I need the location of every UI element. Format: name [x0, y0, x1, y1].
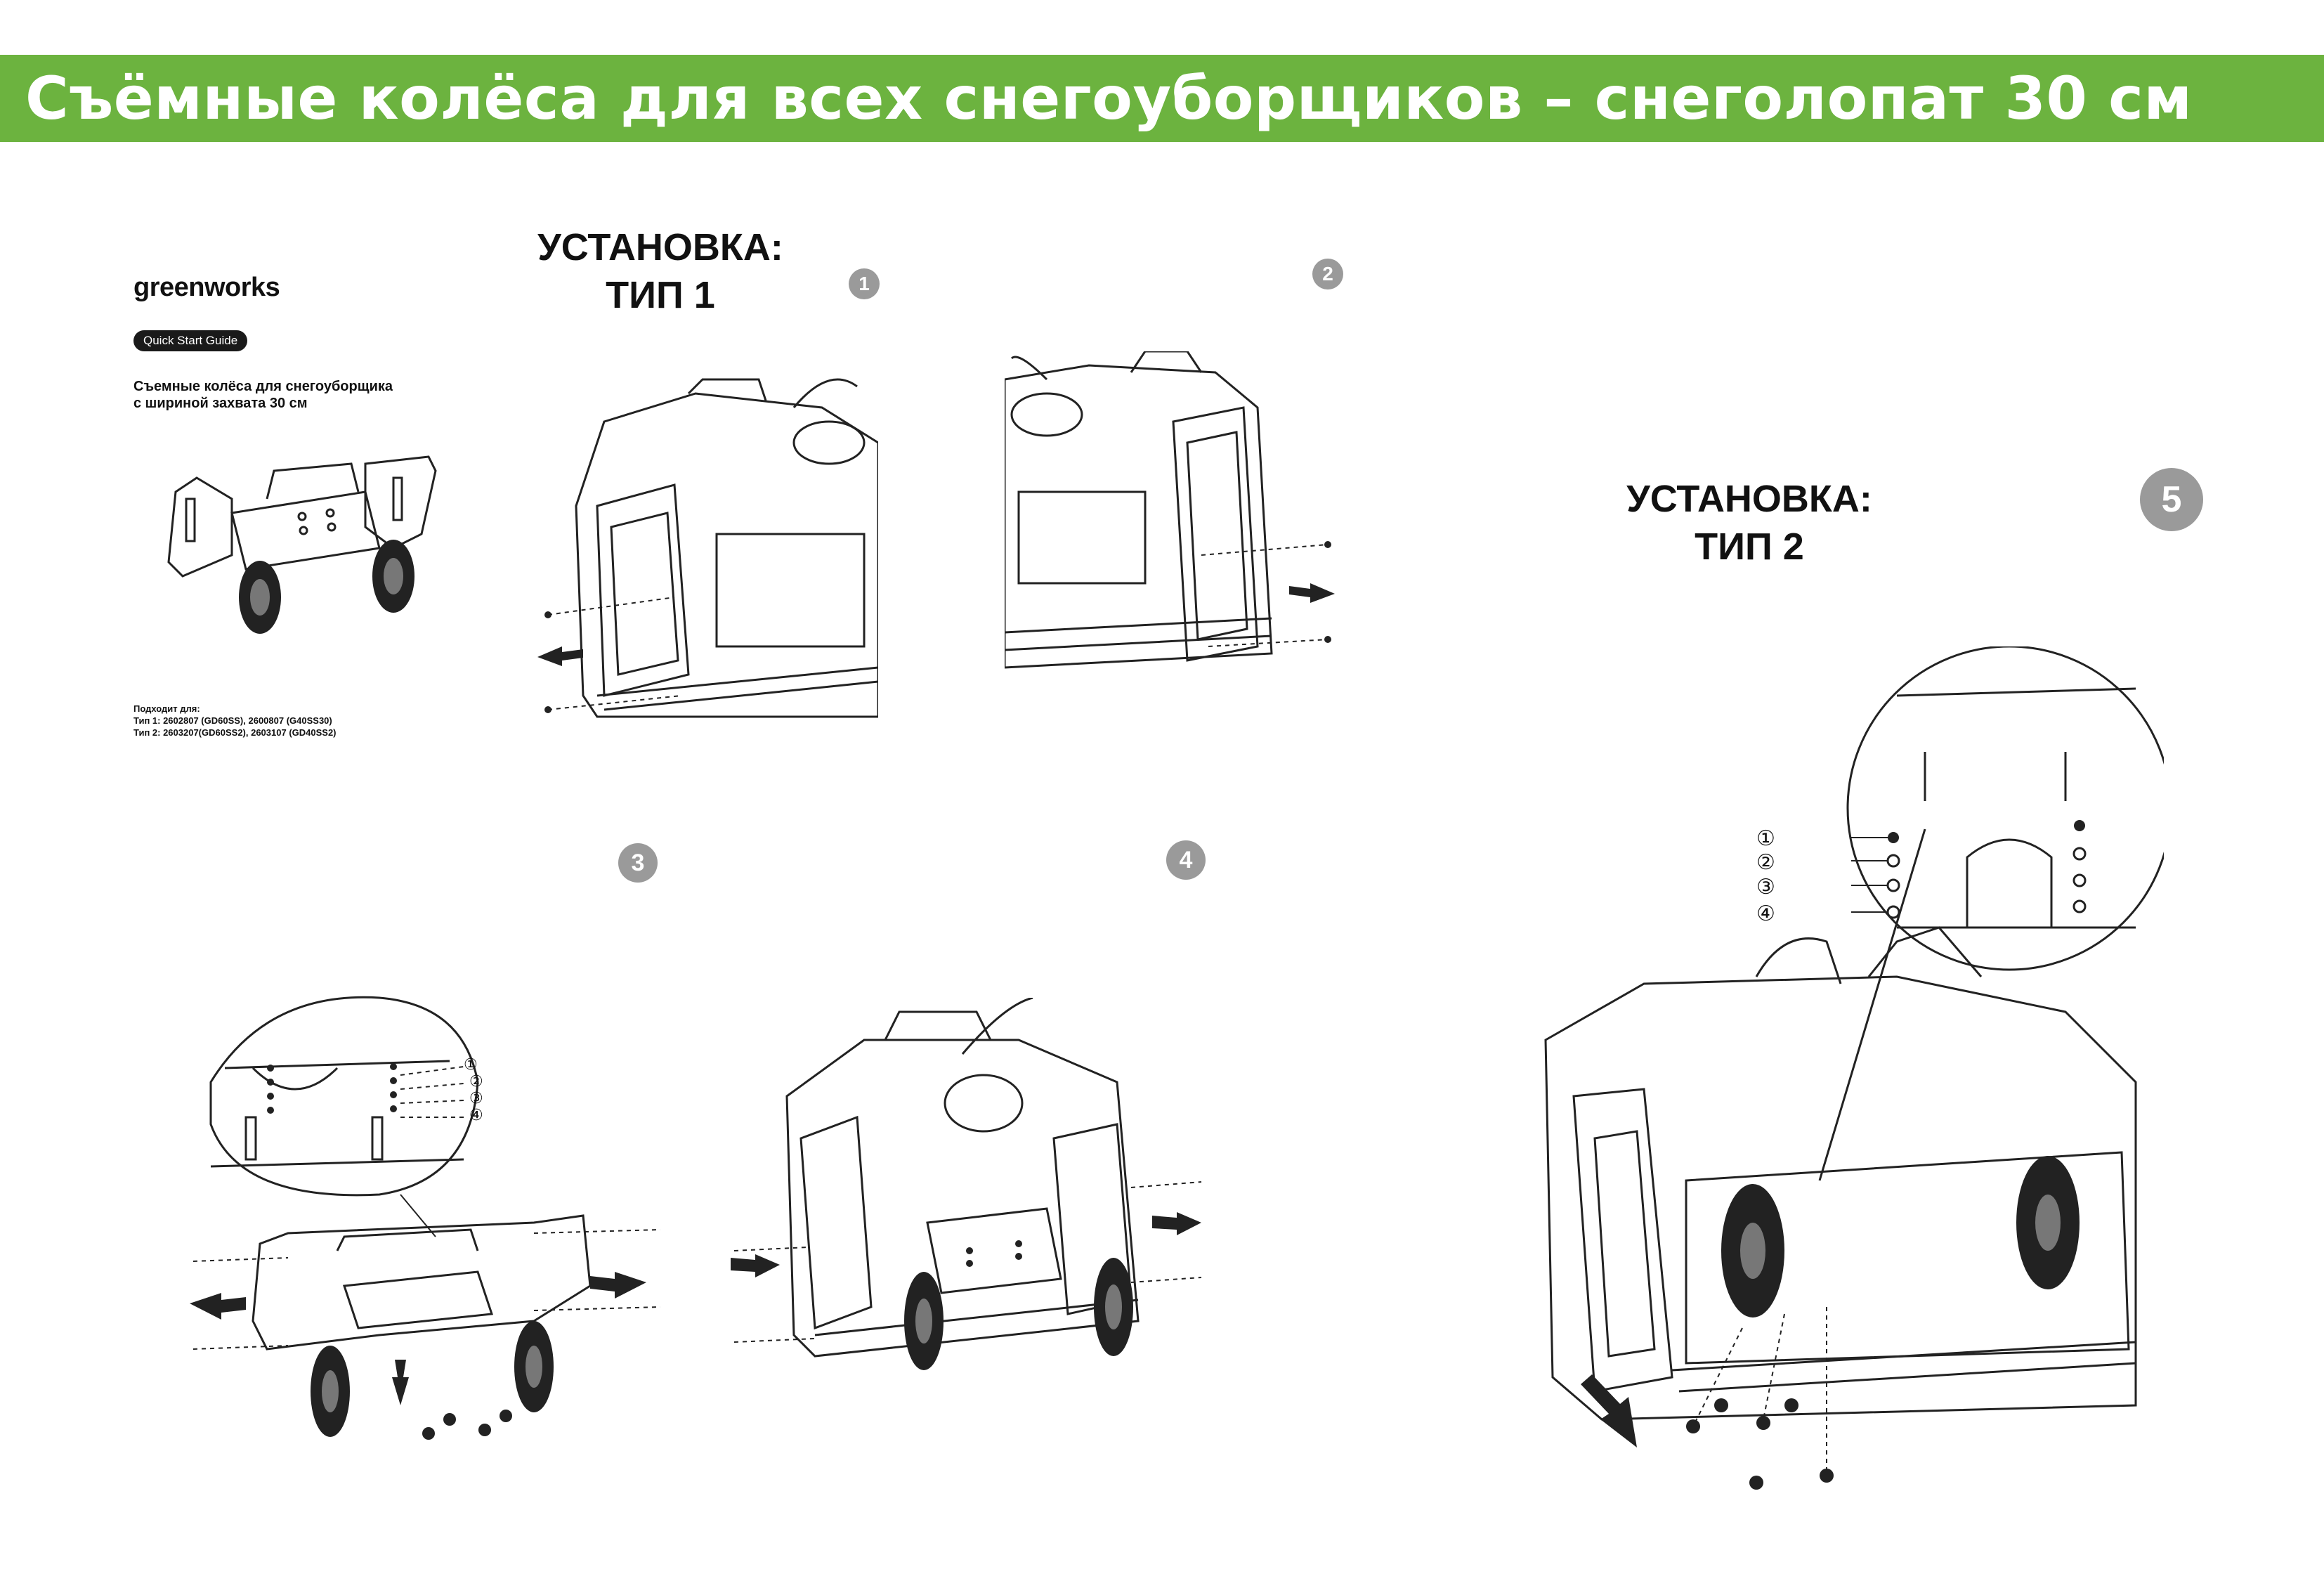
step-5-hole-label-2: ② — [1756, 850, 1775, 875]
step-3-illustration — [190, 984, 674, 1440]
step-2-illustration — [1005, 351, 1335, 689]
step-4-illustration — [731, 998, 1215, 1370]
step-3-hole-label-4: ④ — [469, 1107, 483, 1124]
banner-title: Съёмные колёса для всех снегоуборщиков –… — [25, 64, 2193, 133]
step-5-hole-label-3: ③ — [1756, 875, 1775, 899]
step-5-hole-label-4: ④ — [1756, 902, 1775, 926]
fits-type2: Тип 2: 2603207(GD60SS2), 2603107 (GD40SS… — [133, 727, 337, 738]
type2-heading-line2: ТИП 2 — [1695, 526, 1804, 568]
cover-title: Съемные колёса для снегоуборщика с ширин… — [133, 378, 393, 412]
brand-logo: greenworks — [133, 273, 280, 302]
step-3-badge: 3 — [618, 843, 658, 883]
step-1-badge: 1 — [849, 268, 880, 299]
step-3-hole-label-2: ② — [469, 1073, 483, 1091]
quick-start-badge: Quick Start Guide — [133, 330, 248, 351]
title-banner: Съёмные колёса для всех снегоуборщиков –… — [0, 55, 2324, 142]
step-5-illustration — [1532, 646, 2164, 1490]
step-5-badge: 5 — [2140, 468, 2203, 531]
type1-heading: УСТАНОВКА: ТИП 1 — [492, 223, 829, 319]
step-5-hole-label-1: ① — [1756, 826, 1775, 851]
step-3-hole-label-1: ① — [464, 1056, 478, 1074]
cover-wheel-kit-illustration — [155, 450, 450, 634]
fits-type1: Тип 1: 2602807 (GD60SS), 2600807 (G40SS3… — [133, 715, 332, 726]
type2-heading-line1: УСТАНОВКА: — [1626, 478, 1872, 520]
step-4-badge: 4 — [1166, 840, 1206, 880]
type2-heading: УСТАНОВКА: ТИП 2 — [1581, 475, 1918, 571]
compatibility-note: Подходит для: Тип 1: 2602807 (GD60SS), 2… — [133, 703, 337, 739]
step-3-hole-label-3: ③ — [469, 1090, 483, 1107]
type1-heading-line1: УСТАНОВКА: — [537, 226, 783, 268]
step-1-illustration — [537, 365, 878, 745]
step-2-badge: 2 — [1312, 259, 1343, 289]
type1-heading-line2: ТИП 1 — [606, 274, 715, 316]
cover-title-line2: с шириной захвата 30 см — [133, 396, 308, 411]
fits-label: Подходит для: — [133, 703, 200, 714]
cover-title-line1: Съемные колёса для снегоуборщика — [133, 379, 393, 394]
